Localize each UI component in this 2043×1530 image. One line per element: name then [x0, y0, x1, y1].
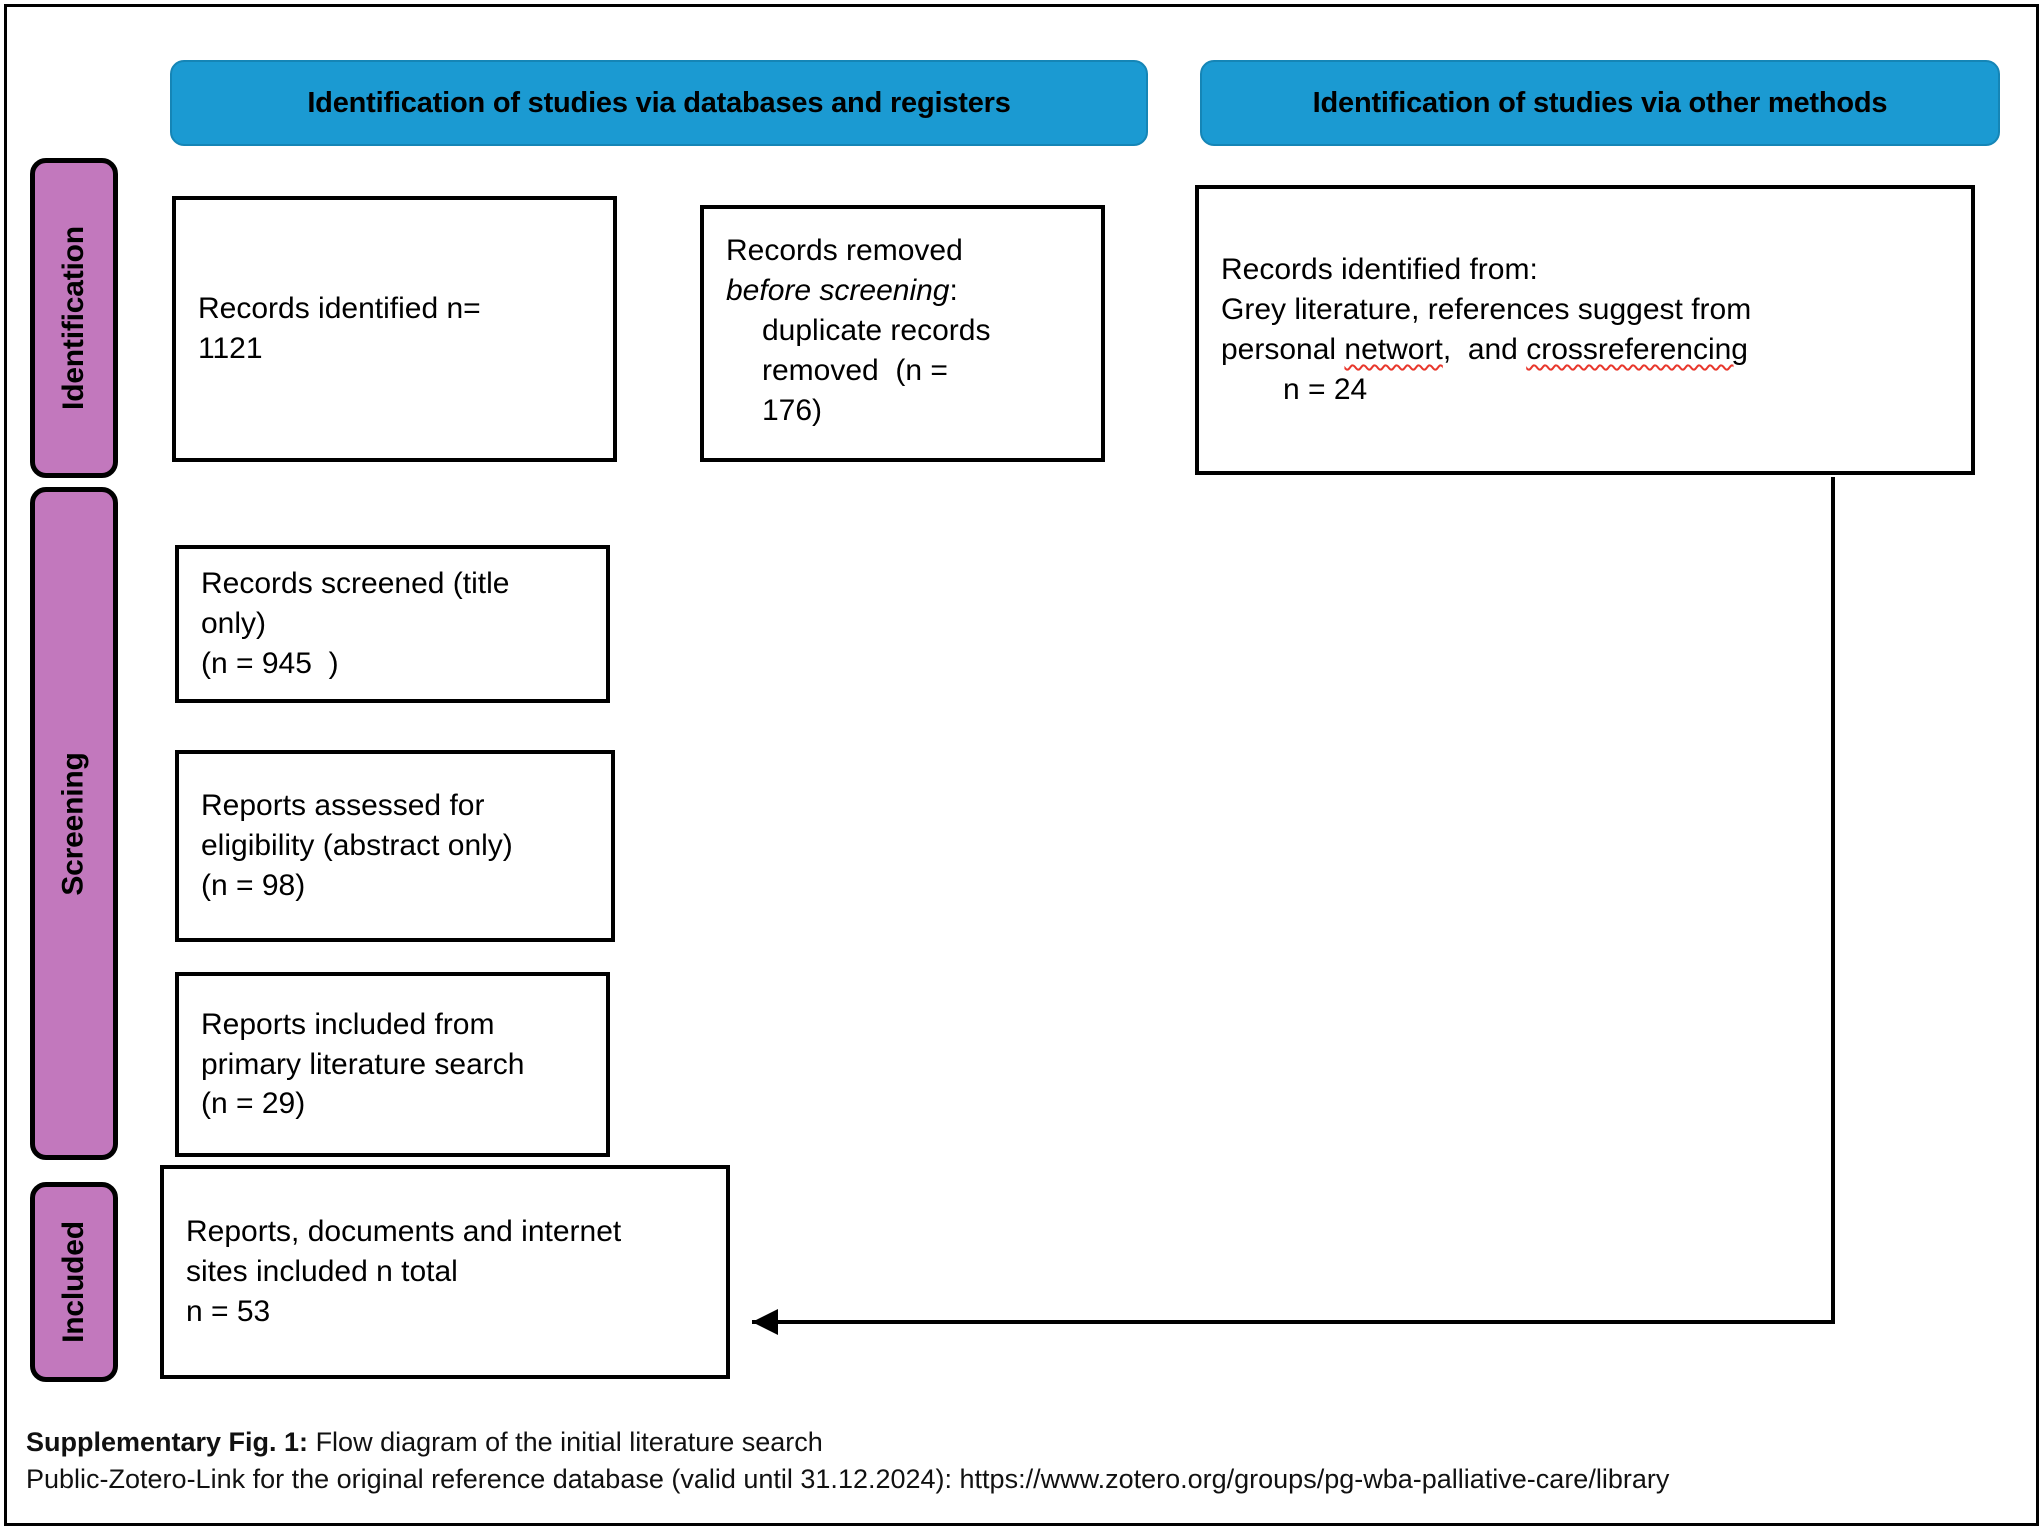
stage-rail-identification: Identification [30, 158, 118, 478]
other-sources-conjunction: , and [1442, 333, 1527, 366]
banner-identification-databases: Identification of studies via databases … [170, 60, 1148, 146]
node-records-identified: Records identified n= 1121 [172, 196, 617, 462]
records-screened-line-2: only) [201, 607, 267, 641]
records-removed-line-1: Records removed [726, 234, 963, 267]
caption-figure-title: Flow diagram of the initial literature s… [308, 1427, 823, 1457]
caption-figure-label: Supplementary Fig. 1: [26, 1427, 309, 1457]
records-identified-count: 1121 [198, 332, 263, 365]
spellcheck-misspelling-networt: networt [1344, 333, 1443, 366]
records-removed-line-2: before screening: [726, 271, 1079, 311]
stage-rail-screening-label: Screening [57, 751, 90, 896]
node-reports-included-primary-search: Reports included from primary literature… [175, 972, 610, 1157]
records-removed-count: 176) [762, 393, 823, 427]
reports-primary-line-1: Reports included from [201, 1007, 495, 1041]
stage-rail-included-label: Included [57, 1221, 90, 1343]
node-records-identified-other-sources: Records identified from: Grey literature… [1195, 185, 1975, 475]
other-sources-line-1: Records identified from: [1221, 253, 1538, 287]
records-screened-count: (n = 945 ) [201, 646, 339, 680]
records-identified-line-1: Records identified n= [198, 292, 481, 326]
other-sources-line-2: Grey literature, references suggest from [1221, 293, 1752, 327]
node-reports-assessed-eligibility: Reports assessed for eligibility (abstra… [175, 750, 615, 942]
reports-eligibility-line-1: Reports assessed for [201, 789, 485, 823]
stage-rail-screening: Screening [30, 487, 118, 1160]
caption-line-1: Supplementary Fig. 1: Flow diagram of th… [26, 1424, 1926, 1461]
records-removed-line-4: removed (n = [762, 353, 948, 387]
reports-primary-line-2: primary literature search [201, 1047, 525, 1081]
total-included-line-1: Reports, documents and internet [186, 1215, 622, 1249]
spellcheck-misspelling-crossreferencing: crossreferencing [1526, 333, 1748, 366]
records-removed-colon: : [949, 273, 958, 307]
banner-databases-label: Identification of studies via databases … [307, 86, 1011, 119]
stage-rail-included: Included [30, 1182, 118, 1382]
reports-eligibility-count: (n = 98) [201, 868, 306, 902]
banner-identification-other-methods: Identification of studies via other meth… [1200, 60, 2000, 146]
stage-rail-identification-label: Identification [57, 226, 90, 410]
other-sources-count: n = 24 [1283, 372, 1368, 406]
figure-caption: Supplementary Fig. 1: Flow diagram of th… [26, 1424, 1926, 1497]
node-records-screened: Records screened (title only) (n = 945 ) [175, 545, 610, 703]
records-screened-line-1: Records screened (title [201, 567, 510, 601]
records-removed-line-3: duplicate records [762, 313, 991, 347]
reports-primary-count: (n = 29) [201, 1087, 306, 1121]
node-total-included: Reports, documents and internet sites in… [160, 1165, 730, 1379]
other-sources-personal-text: personal [1221, 333, 1345, 366]
other-sources-line-3: personal networt, and crossreferencing [1221, 330, 1949, 370]
caption-line-2: Public-Zotero-Link for the original refe… [26, 1463, 1670, 1494]
total-included-count: n = 53 [186, 1294, 271, 1328]
records-removed-before-screening-em: before screening [726, 273, 950, 307]
banner-other-label: Identification of studies via other meth… [1312, 86, 1888, 119]
total-included-line-2: sites included n total [186, 1255, 458, 1289]
node-records-removed-before-screening: Records removed before screening: duplic… [700, 205, 1105, 462]
reports-eligibility-line-2: eligibility (abstract only) [201, 829, 513, 863]
